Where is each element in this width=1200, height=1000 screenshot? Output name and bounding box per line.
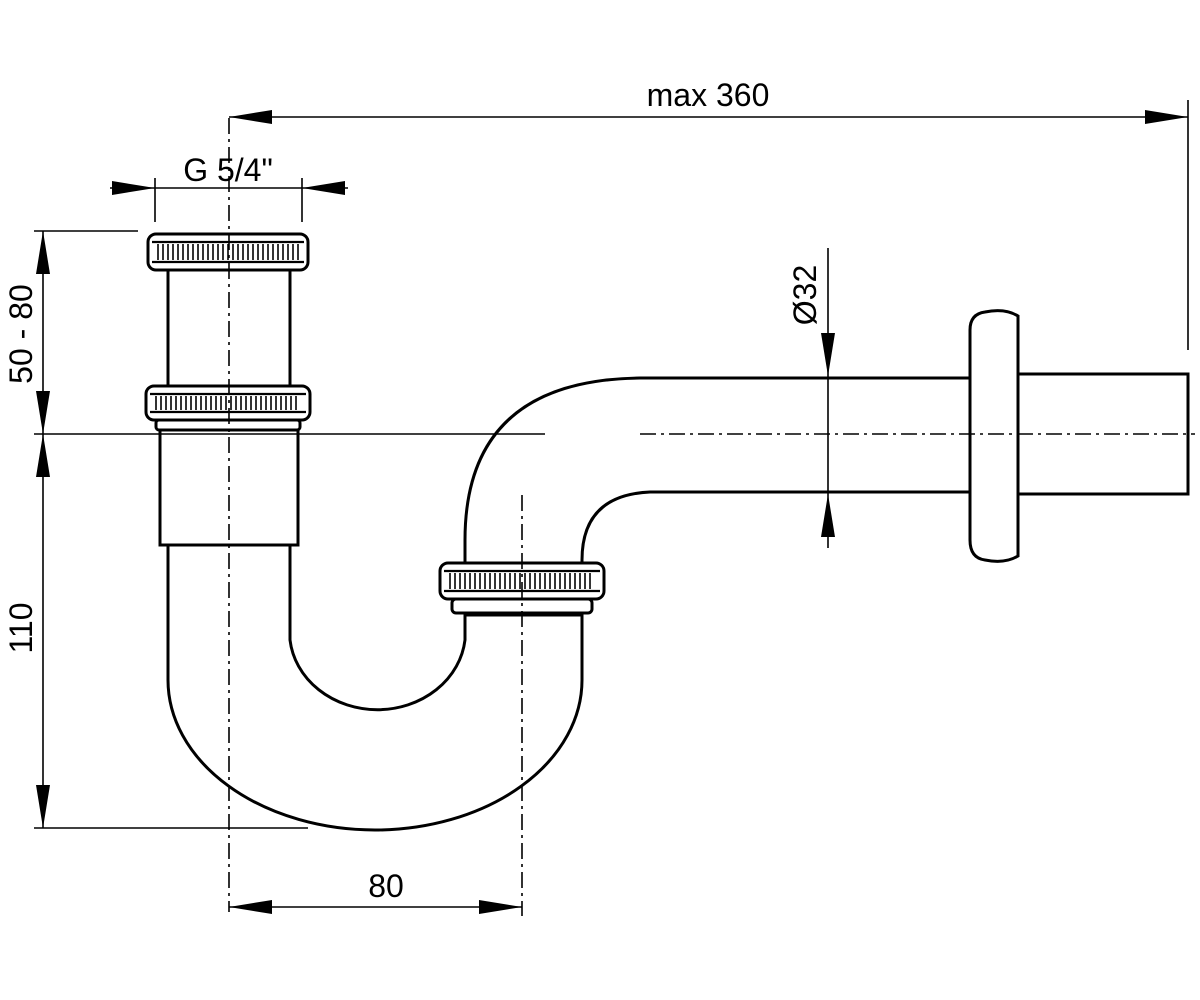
adjust-height-label: 50 - 80	[3, 284, 39, 384]
dim-thread: G 5/4"	[110, 152, 348, 195]
dim-trap-spacing: 80	[229, 868, 522, 914]
outlet-pipe	[463, 376, 972, 572]
pipe-diameter-label: Ø32	[787, 265, 823, 325]
center-lines	[228, 118, 1195, 916]
thread-label: G 5/4"	[183, 152, 273, 188]
pipe-body	[158, 268, 1190, 832]
dim-trap-depth: 110	[3, 434, 50, 828]
top-nut	[146, 232, 310, 272]
trap-spacing-label: 80	[368, 868, 404, 904]
dim-pipe-diameter: Ø32	[787, 265, 835, 537]
wall-rosette	[968, 309, 1020, 563]
middle-nut	[144, 384, 312, 432]
overall-length-label: max 360	[647, 77, 770, 113]
trap-depth-label: 110	[3, 602, 39, 653]
u-bend	[166, 543, 584, 832]
dim-adjust-height: 50 - 80	[3, 231, 50, 434]
dim-overall-length: max 360	[229, 77, 1188, 124]
wall-pipe-end	[1013, 372, 1190, 496]
